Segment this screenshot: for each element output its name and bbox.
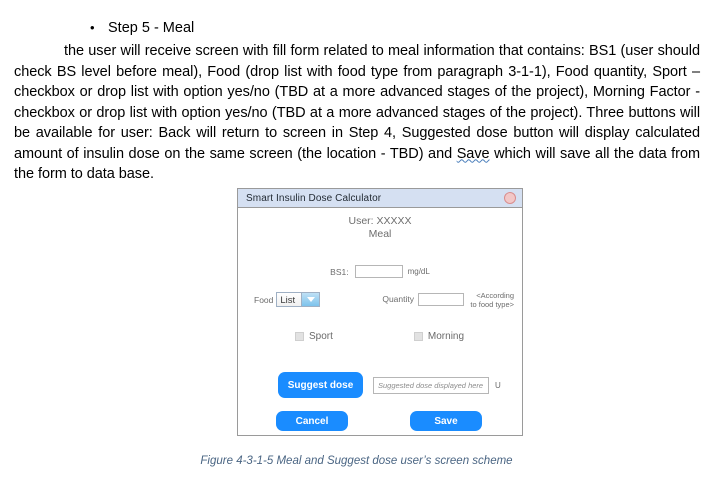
dialog-titlebar: Smart Insulin Dose Calculator bbox=[238, 189, 522, 208]
checkbox-row: Sport Morning bbox=[238, 331, 522, 342]
insulin-calculator-dialog: Smart Insulin Dose Calculator User: XXXX… bbox=[237, 188, 523, 436]
quantity-hint: <According to food type> bbox=[470, 291, 514, 309]
suggested-dose-output[interactable]: Suggested dose displayed here bbox=[373, 376, 489, 394]
food-quantity-row: Food List Quantity <According to food ty… bbox=[254, 291, 514, 309]
dialog-body: User: XXXXX Meal BS1: mg/dL Food List Qu… bbox=[238, 215, 522, 442]
quantity-input[interactable] bbox=[418, 293, 464, 306]
morning-checkbox[interactable] bbox=[413, 332, 423, 341]
suggest-dose-button[interactable]: Suggest dose bbox=[278, 372, 363, 398]
food-dropdown[interactable]: List bbox=[276, 292, 321, 307]
save-button[interactable]: Save bbox=[410, 411, 482, 431]
dialog-footer: Cancel Save bbox=[238, 411, 522, 431]
bs1-unit-label: mg/dL bbox=[407, 267, 430, 276]
morning-checkbox-group[interactable]: Morning bbox=[413, 331, 465, 342]
body-paragraph: the user will receive screen with fill f… bbox=[14, 41, 700, 185]
bullet-marker: • bbox=[90, 20, 95, 35]
bullet-heading: • Step 5 - Meal bbox=[14, 18, 700, 38]
bs1-input[interactable] bbox=[354, 265, 403, 278]
food-label: Food bbox=[254, 295, 274, 305]
suggested-dose-placeholder: Suggested dose displayed here bbox=[378, 380, 484, 390]
user-label: User: XXXXX bbox=[348, 215, 412, 227]
sport-checkbox[interactable] bbox=[295, 332, 304, 341]
sport-checkbox-group[interactable]: Sport bbox=[295, 331, 333, 342]
bs1-row: BS1: mg/dL bbox=[238, 265, 522, 278]
food-dropdown-value: List bbox=[280, 295, 296, 306]
figure-caption: Figure 4-3-1-5 Meal and Suggest dose use… bbox=[200, 455, 513, 467]
screen-name-label: Meal bbox=[368, 228, 392, 240]
paragraph-spellchecked-word: Save bbox=[456, 145, 490, 162]
bullet-heading-label: Step 5 - Meal bbox=[108, 20, 195, 36]
cancel-button[interactable]: Cancel bbox=[276, 411, 348, 431]
suggested-dose-unit-label: U bbox=[495, 380, 501, 390]
quantity-label: Quantity bbox=[382, 294, 414, 304]
close-icon[interactable] bbox=[504, 192, 516, 204]
chevron-down-icon[interactable] bbox=[301, 293, 320, 306]
morning-checkbox-label: Morning bbox=[427, 331, 465, 342]
document-text-block: • Step 5 - Meal the user will receive sc… bbox=[14, 18, 700, 185]
bs1-label: BS1: bbox=[330, 266, 349, 277]
quantity-group: Quantity <According to food type> bbox=[382, 291, 514, 309]
paragraph-part-1: the user will receive screen with fill f… bbox=[14, 43, 700, 162]
dialog-title: Smart Insulin Dose Calculator bbox=[246, 192, 382, 204]
paragraph-part-2: which will save all the data from the fo… bbox=[14, 145, 700, 183]
sport-checkbox-label: Sport bbox=[309, 331, 333, 342]
suggest-dose-row: Suggest dose Suggested dose displayed he… bbox=[278, 372, 512, 398]
